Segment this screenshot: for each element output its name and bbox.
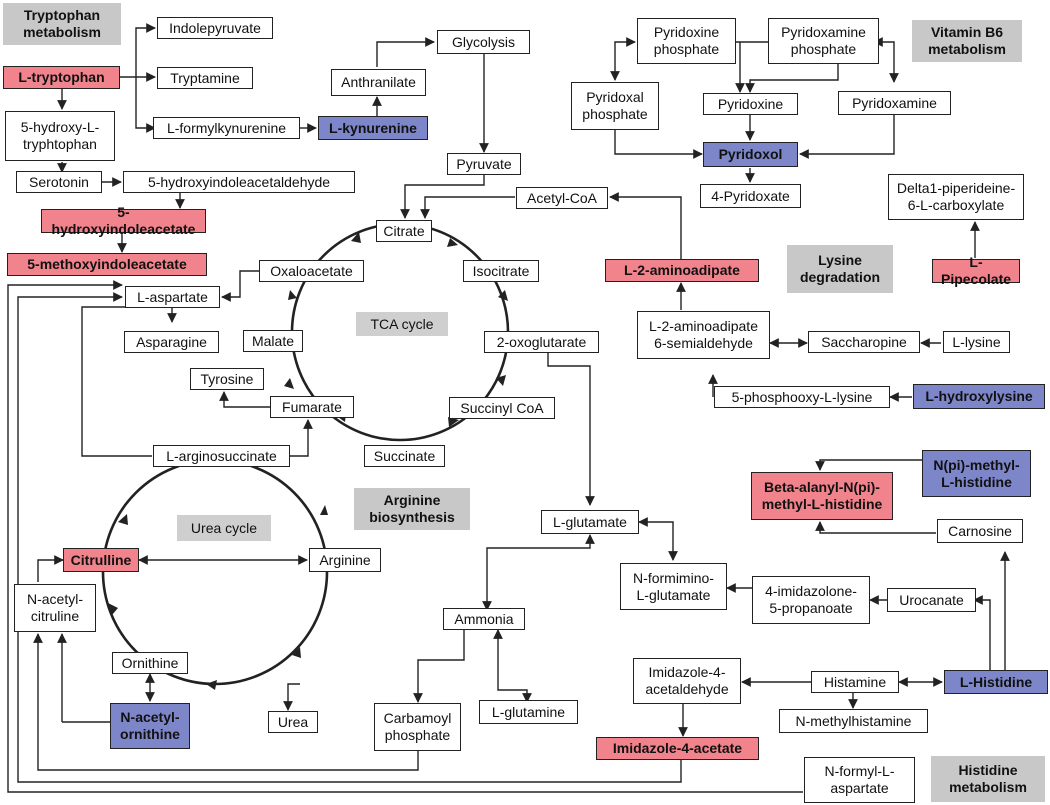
node-l-2-aminoadipate: L-2-aminoadipate: [605, 259, 759, 282]
node-l-histidine: L-Histidine: [944, 670, 1048, 694]
node-urea: Urea: [268, 711, 318, 733]
node-5-hydroxyindoleacetaldehyde: 5-hydroxyindoleacetaldehyde: [123, 171, 355, 193]
node-histamine: Histamine: [811, 671, 899, 693]
node-indolepyruvate: Indolepyruvate: [157, 17, 273, 39]
tca-cycle-arrowhead: [284, 378, 294, 389]
node-l-tryptophan: L-tryptophan: [3, 66, 120, 89]
pathway-label-urea: Urea cycle: [177, 515, 271, 541]
urea-cycle-arrowhead: [118, 514, 128, 525]
node-pyridoxamine: Pyridoxamine: [838, 91, 951, 115]
node-l-2-aminoadipate-semialdehyde: L-2-aminoadipate 6-semialdehyde: [637, 311, 770, 359]
node-pyruvate: Pyruvate: [447, 153, 521, 175]
node-l-glutamate: L-glutamate: [541, 510, 639, 534]
node-pyridoxine-phosphate: Pyridoxine phosphate: [637, 18, 736, 64]
node-isocitrate: Isocitrate: [463, 260, 539, 282]
node-carbamoyl-phosphate: Carbamoyl phosphate: [374, 703, 461, 751]
node-5-methoxyindoleacetate: 5-methoxyindoleacetate: [7, 253, 207, 276]
node-asparagine: Asparagine: [124, 331, 219, 353]
node-l-lysine: L-lysine: [943, 331, 1010, 353]
node-succinate: Succinate: [364, 445, 445, 467]
node-pyridoxamine-phosphate: Pyridoxamine phosphate: [768, 18, 879, 64]
node-pyridoxal-phosphate: Pyridoxal phosphate: [571, 82, 659, 130]
node-tryptamine: Tryptamine: [157, 67, 253, 89]
tca-cycle-arrowhead: [498, 290, 508, 301]
pathway-label-tryptophan: Tryptophan metabolism: [3, 3, 121, 45]
pathway-label-tca: TCA cycle: [356, 312, 448, 336]
node-l-pipecolate: L-Pipecolate: [932, 254, 1020, 287]
urea-cycle-arrowhead: [108, 603, 118, 615]
node-l-arginosuccinate: L-arginosuccinate: [153, 445, 290, 467]
node-delta1-piperideine: Delta1-piperideine- 6-L-carboxylate: [888, 174, 1024, 220]
node-ammonia: Ammonia: [443, 608, 525, 630]
node-l-formylkynurenine: L-formylkynurenine: [153, 117, 300, 139]
node-carnosine: Carnosine: [937, 519, 1023, 543]
urea-cycle-arrowhead: [320, 505, 328, 515]
node-citrulline: Citrulline: [63, 548, 139, 572]
node-n-acetyl-ornithine: N-acetyl- ornithine: [110, 703, 190, 749]
node-5-hydroxy-l-tryptophan: 5-hydroxy-L- tryphtophan: [5, 111, 115, 161]
tca-cycle-arrowhead: [351, 232, 361, 243]
node-4-imidazolone-5-propanoate: 4-imidazolone- 5-propanoate: [752, 576, 870, 624]
urea-cycle-arrowhead: [292, 647, 301, 658]
urea-cycle-arrowhead: [206, 680, 217, 690]
node-n-formyl-l-aspartate: N-formyl-L- aspartate: [804, 757, 915, 803]
urea-cycle-ring: [101, 458, 329, 686]
pathway-label-lysine: Lysine degradation: [787, 245, 893, 293]
node-acetyl-coa: Acetyl-CoA: [516, 187, 608, 209]
node-5-hydroxyindoleacetate: 5-hydroxyindoleacetate: [41, 204, 206, 237]
node-n-methylhistamine: N-methylhistamine: [779, 709, 928, 733]
tca-cycle-arrowhead: [447, 238, 458, 247]
node-glycolysis: Glycolysis: [437, 30, 530, 54]
node-ornithine: Ornithine: [112, 652, 188, 674]
node-2-oxoglutarate: 2-oxoglutarate: [484, 331, 599, 353]
node-succinyl-coa: Succinyl CoA: [449, 397, 555, 419]
node-urocanate: Urocanate: [887, 588, 976, 612]
node-5-phosphooxy-l-lysine: 5-phosphooxy-L-lysine: [714, 386, 890, 408]
tca-cycle-arrowhead: [496, 375, 506, 386]
node-beta-alanyl-npi-methyl-l-histidine: Beta-alanyl-N(pi)- methyl-L-histidine: [751, 472, 893, 520]
tca-cycle-arrowhead: [448, 417, 459, 427]
node-4-pyridoxate: 4-Pyridoxate: [700, 184, 801, 208]
tca-cycle-arrowhead: [288, 290, 297, 300]
node-l-glutamine: L-glutamine: [479, 700, 578, 724]
node-l-kynurenine: L-kynurenine: [318, 116, 428, 140]
node-citrate: Citrate: [376, 220, 432, 242]
node-pyridoxol: Pyridoxol: [703, 142, 798, 167]
node-imidazole-4-acetaldehyde: Imidazole-4- acetaldehyde: [633, 658, 741, 704]
node-oxaloacetate: Oxaloacetate: [259, 260, 364, 282]
pathway-label-vitamin-b6: Vitamin B6 metabolism: [912, 20, 1022, 62]
node-anthranilate: Anthranilate: [331, 69, 426, 96]
node-saccharopine: Saccharopine: [808, 331, 920, 353]
node-l-hydroxylysine: L-hydroxylysine: [913, 384, 1045, 409]
node-n-acetyl-citruline: N-acetyl- citruline: [14, 584, 96, 632]
node-tyrosine: Tyrosine: [190, 368, 264, 390]
node-arginine: Arginine: [309, 548, 381, 572]
node-fumarate: Fumarate: [270, 396, 354, 418]
node-l-aspartate: L-aspartate: [125, 286, 220, 308]
node-pyridoxine: Pyridoxine: [703, 93, 798, 115]
node-npi-methyl-l-histidine: N(pi)-methyl- L-histidine: [922, 450, 1031, 497]
pathway-label-histidine: Histidine metabolism: [931, 756, 1045, 802]
node-imidazole-4-acetate: Imidazole-4-acetate: [596, 737, 759, 760]
node-n-formimino-l-glutamate: N-formimino- L-glutamate: [620, 563, 727, 610]
node-serotonin: Serotonin: [16, 171, 102, 193]
pathway-label-arginine: Arginine biosynthesis: [354, 488, 470, 530]
node-malate: Malate: [243, 330, 303, 352]
